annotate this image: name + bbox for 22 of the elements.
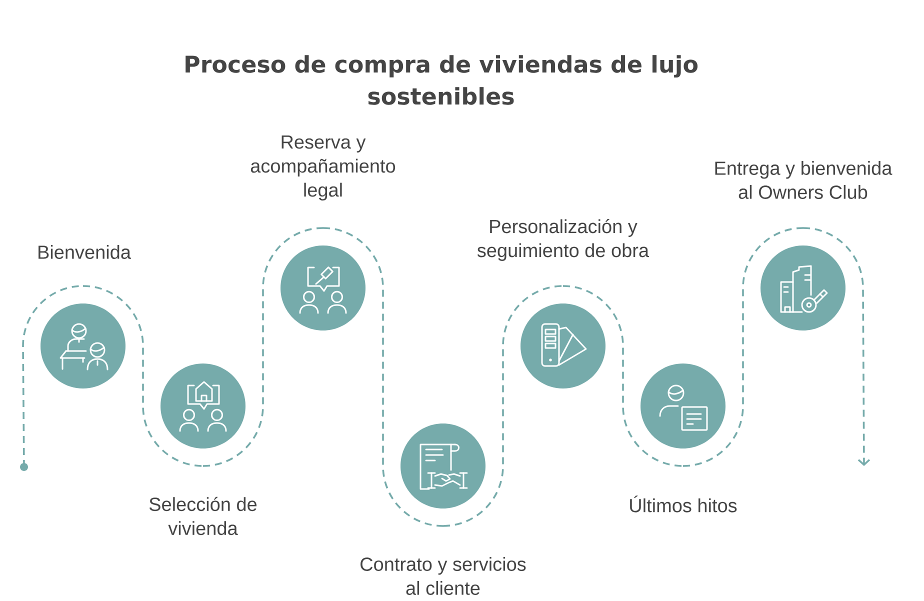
step-circle (160, 363, 246, 448)
dashed-connector (82, 285, 204, 467)
step-label: Personalización y seguimiento de obra (477, 219, 650, 261)
dashed-connector (442, 285, 564, 527)
step-circle (520, 304, 606, 388)
step-label: Contrato y servicios al cliente (360, 557, 526, 595)
step-circle (760, 245, 846, 330)
dashed-connector (682, 227, 804, 467)
step-label: Bienvenida (38, 245, 131, 259)
step-circle (280, 245, 366, 330)
dashed-connector (202, 227, 324, 467)
step-label: Últimos hitos (630, 496, 737, 512)
step-circle (640, 363, 726, 448)
dashed-connector (322, 227, 444, 527)
step-circle (400, 423, 486, 508)
step-label: Entrega y bienvenida al Owners Club (715, 161, 892, 199)
step-circle (40, 304, 126, 388)
step-label: Selección de vivienda (149, 496, 257, 536)
dashed-connector (562, 285, 684, 467)
dashed-connector (802, 227, 870, 466)
step-label: Reserva y acompañamiento legal (250, 135, 396, 200)
title: Proceso de compra de viviendas de lujo sostenibles (186, 55, 698, 105)
